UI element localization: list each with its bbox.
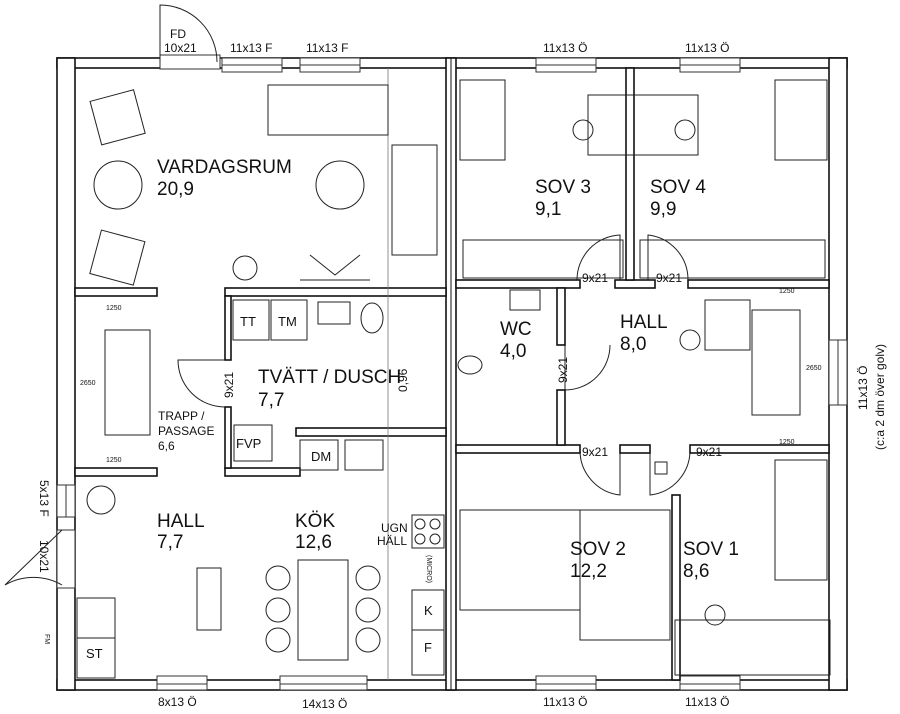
windows xyxy=(56,54,848,691)
window-bottom-2: 14x13 Ö xyxy=(302,697,347,711)
fixture-st: ST xyxy=(86,646,103,661)
window-bottom-4: 11x13 Ö xyxy=(685,695,729,709)
dim-left-side: 2650 xyxy=(80,380,96,387)
room-trapp-area: 6,6 xyxy=(158,439,175,453)
window-top-right-2: 11x13 Ö xyxy=(685,41,729,55)
window-top-left-2: 11x13 F xyxy=(306,41,348,55)
fixture-tm: TM xyxy=(278,314,297,329)
room-hall-left-name: HALL xyxy=(157,511,205,532)
door-sov2-size: 9x21 xyxy=(582,445,608,459)
door-sov3-size: 9x21 xyxy=(582,271,608,285)
window-top-right-1: 11x13 Ö xyxy=(543,41,587,55)
room-sov4-area: 9,9 xyxy=(650,199,676,220)
room-tvatt-area: 7,7 xyxy=(258,390,284,411)
dim-left-top: 1250 xyxy=(106,305,122,312)
room-sov3-name: SOV 3 xyxy=(535,177,591,198)
fixture-fm: FM xyxy=(43,634,50,644)
room-hall-right-area: 8,0 xyxy=(620,334,646,355)
fixture-tt: TT xyxy=(240,314,256,329)
window-left: 5x13 F xyxy=(37,480,51,517)
furniture xyxy=(76,79,831,679)
room-hall-left-area: 7,7 xyxy=(157,532,183,553)
room-vardagsrum-area: 20,9 xyxy=(157,179,194,200)
window-top-left-1: 11x13 F xyxy=(230,41,272,55)
room-wc-name: WC xyxy=(500,319,532,340)
door-wc-size: 9x21 xyxy=(556,357,570,383)
room-kok-name: KÖK xyxy=(295,511,335,532)
room-tvatt-name: TVÄTT / DUSCH xyxy=(258,367,401,388)
dim-right-top: 1250 xyxy=(779,288,795,295)
fixture-fvp: FVP xyxy=(236,436,261,451)
room-sov1-area: 8,6 xyxy=(683,561,709,582)
room-sov4-name: SOV 4 xyxy=(650,177,706,198)
fixture-shower: 0,96 xyxy=(396,368,410,392)
door-sov1-size: 9x21 xyxy=(696,445,722,459)
door-front-size: 10x21 xyxy=(164,41,197,55)
dim-left-bottom: 1250 xyxy=(106,457,122,464)
room-sov2-name: SOV 2 xyxy=(570,539,626,560)
window-bottom-1: 8x13 Ö xyxy=(158,695,197,709)
door-sov4-size: 9x21 xyxy=(656,271,682,285)
door-tvatt-size: 9x21 xyxy=(222,372,236,398)
room-sov2-area: 12,2 xyxy=(570,561,607,582)
fixture-micro: (MICRO) xyxy=(425,555,432,583)
outer-walls xyxy=(56,57,848,691)
room-sov1-name: SOV 1 xyxy=(683,539,739,560)
fixture-dm: DM xyxy=(311,449,331,464)
window-bottom-3: 11x13 Ö xyxy=(543,695,587,709)
room-kok-area: 12,6 xyxy=(295,532,332,553)
fixture-f: F xyxy=(424,640,432,655)
window-right-note: (c:a 2 dm över golv) xyxy=(873,344,887,450)
fixture-k: K xyxy=(424,603,433,618)
room-hall-right-name: HALL xyxy=(620,312,668,333)
door-side-size: 10x21 xyxy=(37,540,51,573)
interior-walls xyxy=(74,67,830,681)
fixture-hall: HÄLL xyxy=(377,534,407,548)
door-swings xyxy=(4,4,691,586)
room-trapp-name2: PASSAGE xyxy=(158,424,214,438)
window-right: 11x13 Ö xyxy=(856,366,870,410)
dim-right-side: 2650 xyxy=(806,365,822,372)
door-front-type: FD xyxy=(170,27,186,41)
room-sov3-area: 9,1 xyxy=(535,199,561,220)
room-vardagsrum-name: VARDAGSRUM xyxy=(157,157,292,178)
dim-right-bottom: 1250 xyxy=(779,439,795,446)
room-wc-area: 4,0 xyxy=(500,341,526,362)
room-trapp-name1: TRAPP / xyxy=(158,409,205,423)
fixture-ugn: UGN xyxy=(381,521,408,535)
